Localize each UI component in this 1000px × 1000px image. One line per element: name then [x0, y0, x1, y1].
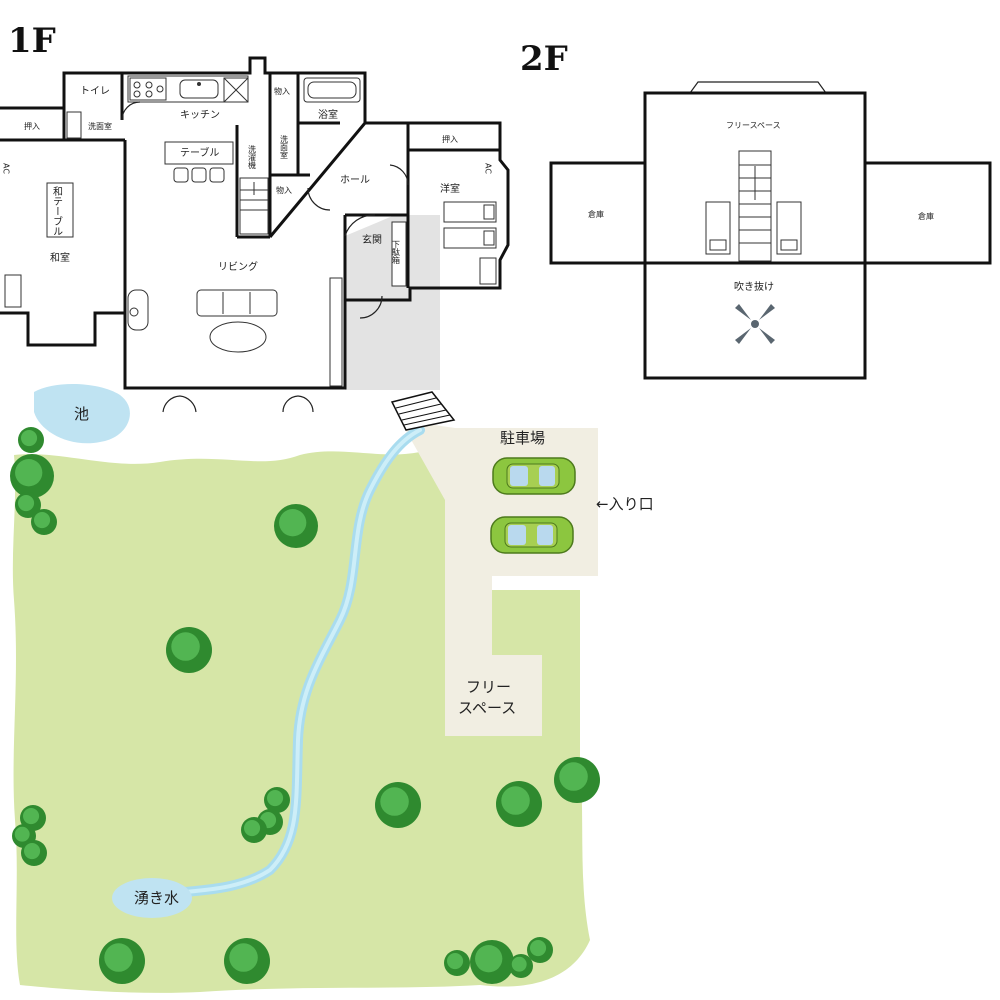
staircase-icon: [239, 177, 269, 235]
room-storage-a: 物入: [274, 86, 290, 96]
label-parking: 駐車場: [500, 429, 545, 447]
tree-icon: [166, 627, 212, 673]
inner-walls-1f: [0, 73, 500, 313]
atrium-area: [643, 261, 867, 380]
roof-ridge-2f: [688, 81, 828, 94]
room-washroom-left: 洗面室: [88, 121, 112, 131]
fireplace: [127, 289, 149, 331]
room-shoe-box: 下駄箱: [392, 240, 401, 265]
room-entrance: 玄関: [362, 233, 382, 246]
driveway: [400, 420, 598, 736]
bed-icon: [443, 201, 497, 223]
room-japanese: 和室: [50, 251, 70, 264]
tree-icon: [554, 757, 600, 803]
label-free-space-2: スペース: [458, 699, 516, 717]
tree-icon: [99, 938, 145, 984]
label-ac-right: AC: [484, 163, 493, 174]
chairs: [173, 167, 225, 183]
tree-icon: [10, 454, 54, 498]
label-pond: 池: [74, 405, 89, 423]
trees: [10, 427, 600, 984]
storage-right-area: [863, 161, 992, 265]
tree-icon: [18, 427, 44, 453]
entrance-steps: [390, 391, 456, 431]
room-closet-right: 押入: [442, 134, 458, 144]
tree-icon: [31, 509, 57, 535]
floor-plan-2f: 2F フリースペース 倉庫 倉庫 吹き抜け: [520, 39, 992, 380]
room-japanese-table: 和テーブル: [51, 186, 63, 236]
room-western: 洋室: [440, 182, 460, 195]
japanese-table-rect: [46, 182, 74, 238]
tree-icon: [444, 950, 470, 976]
bed-icon: [776, 201, 802, 255]
tree-icon: [375, 782, 421, 828]
pond-shape: [34, 384, 130, 444]
staircase-icon: [738, 150, 772, 262]
tree-icon: [496, 781, 542, 827]
room-living: リビング: [218, 260, 258, 273]
stream-highlight: [173, 428, 422, 895]
room-toilet: トイレ: [80, 86, 110, 97]
storage-left-area: [549, 161, 647, 265]
tree-icon: [224, 938, 270, 984]
tree-icon: [527, 937, 553, 963]
pantry-box: [223, 77, 249, 103]
window-counter: [329, 277, 343, 387]
room-storage-right: 倉庫: [918, 211, 934, 221]
room-laundry: 洗濯機: [248, 144, 257, 170]
room-table: テーブル: [180, 146, 219, 159]
sofa-icon: [196, 289, 278, 317]
porch: [345, 215, 440, 390]
tree-icon: [241, 817, 267, 843]
room-hall: ホール: [340, 174, 370, 186]
tree-icon: [509, 954, 533, 978]
floor-label-2f: 2F: [520, 39, 568, 79]
tree-icon: [264, 787, 290, 813]
bed-icon: [443, 227, 497, 249]
label-spring: 湧き水: [134, 889, 179, 907]
tree-icon: [470, 940, 514, 984]
floor-label-1f: 1F: [8, 21, 56, 61]
spring-pool: [112, 878, 192, 918]
label-ac-left: AC: [2, 163, 11, 174]
coffee-table: [209, 321, 267, 353]
room-storage-b: 物入: [276, 185, 292, 195]
outer-wall-1f: [0, 56, 510, 390]
cabinet-left: [4, 274, 22, 308]
room-closet-left: 押入: [24, 121, 40, 131]
floor-plan-1f: 1F トイレ キッチン 物入 浴室 押入 洗面室 洗面室 洗濯機 テーブル 物入…: [0, 21, 510, 431]
table-rect: [164, 141, 234, 165]
room-kitchen: キッチン: [180, 109, 220, 121]
room-washroom-mid: 洗面室: [280, 134, 289, 159]
stove-icon: [129, 77, 167, 101]
label-free-space-1: フリー: [466, 678, 511, 696]
tree-icon: [274, 504, 318, 548]
washbasin: [66, 111, 82, 139]
label-entrance-arrow: ←入り口: [596, 495, 654, 513]
car-icon: [492, 457, 576, 495]
room-storage-left: 倉庫: [588, 209, 604, 219]
tree-icon: [15, 492, 41, 518]
room-bathroom: 浴室: [318, 108, 338, 121]
tree-icon: [21, 840, 47, 866]
bathtub-icon: [303, 77, 361, 103]
room-atrium: 吹き抜け: [734, 280, 774, 293]
room-free-space: フリースペース: [726, 121, 781, 130]
ceiling-fan-icon: [735, 304, 775, 344]
cabinet-right: [479, 257, 497, 285]
sink-icon: [179, 79, 219, 99]
door-arcs: [121, 101, 409, 413]
shoe-box-rect: [391, 221, 407, 287]
car-icon: [490, 516, 574, 554]
bed-icon: [705, 201, 731, 255]
garden: [12, 384, 598, 993]
